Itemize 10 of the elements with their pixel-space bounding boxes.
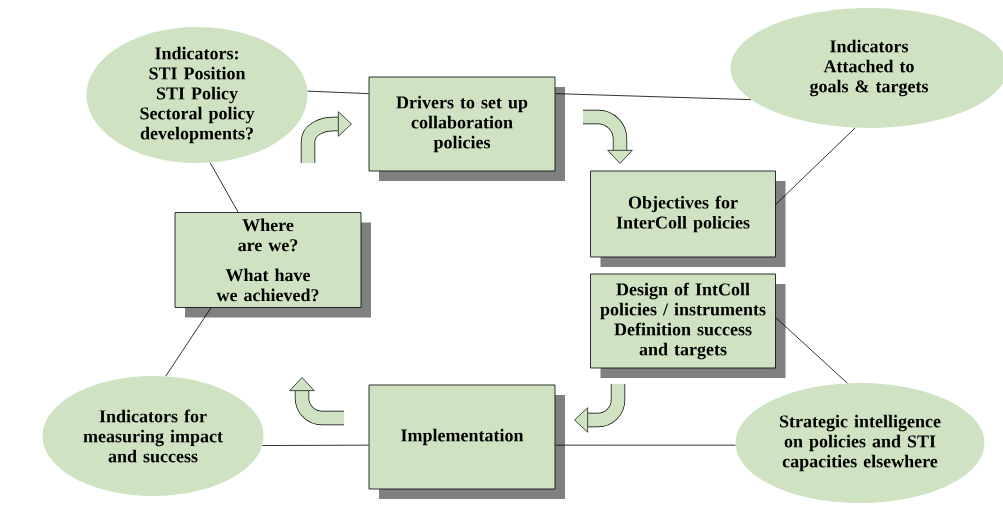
connector-line [209, 162, 239, 213]
connector-line [307, 90, 369, 95]
connector-line [555, 93, 752, 101]
process-box: Drivers to set up collaboration policies [368, 76, 565, 181]
process-box: Objectives for InterColl policies [590, 170, 786, 267]
connector-line [555, 444, 736, 446]
process-box: Design of IntColl policies / instruments Definition success and targets [590, 273, 786, 378]
process-box: Where are we? What have we achieved? [174, 212, 371, 318]
connector-line [261, 444, 369, 446]
process-box: Implementation [368, 384, 565, 499]
